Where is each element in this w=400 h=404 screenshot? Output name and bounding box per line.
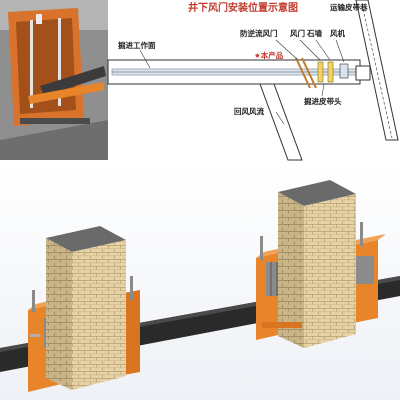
label-stone-wall: 石墙	[306, 28, 322, 38]
diagram-title: 井下风门安装位置示意图	[188, 1, 298, 14]
leader-return-air	[275, 111, 285, 125]
right-latch-2	[360, 222, 363, 246]
anti-reverse-door-2	[301, 57, 317, 89]
left-hinge	[30, 334, 40, 337]
photo-air-door	[0, 0, 108, 160]
label-work-face: 掘进工作面	[118, 40, 156, 50]
leader-air-door	[299, 39, 321, 61]
leader-fan	[335, 39, 345, 63]
right-door-box-right-top	[348, 234, 386, 246]
right-shutter-2	[352, 256, 374, 284]
right-base-plate	[262, 322, 302, 328]
fan	[339, 63, 349, 79]
label-belt-roadway: 运输皮带巷	[330, 2, 368, 12]
leader-belt-head	[321, 83, 325, 97]
right-pillar-front-face	[304, 194, 356, 348]
air-door-2	[327, 61, 334, 83]
label-belt-head: 掘进皮带头	[304, 96, 342, 106]
photo-rod-left	[30, 20, 33, 108]
return-air-branch	[259, 83, 303, 161]
label-air-door: 风门	[290, 28, 305, 38]
label-fan: 风机	[330, 28, 345, 38]
photo-base-rail	[20, 118, 90, 124]
leader-work-face	[139, 49, 151, 69]
label-anti-reverse-door: 防逆流风门	[240, 28, 278, 38]
label-product: ★本产品	[254, 50, 284, 60]
anti-reverse-door-1	[295, 57, 311, 89]
belt-roadway-centerline	[361, 3, 393, 139]
photo-rod-right	[58, 18, 61, 106]
photo-top-clip	[36, 14, 42, 24]
photo-floor	[0, 120, 108, 160]
left-latch-2	[130, 276, 133, 300]
photo-cross-bar	[28, 82, 104, 104]
schematic-diagram: 井下风门安装位置示意图 运输皮带巷 掘进工作面 回风风流 防逆流风门 风门 石墙…	[107, 0, 399, 161]
right-latch-1	[260, 236, 263, 260]
left-pillar-left-face	[46, 238, 72, 390]
label-return-air: 回风风流	[234, 106, 264, 116]
junction-box	[355, 65, 371, 81]
right-pillar-top	[278, 180, 356, 206]
left-pillar-front-face	[72, 240, 126, 390]
left-unit	[28, 226, 140, 392]
air-door-1	[317, 61, 324, 83]
leader-anti-reverse-door	[275, 39, 299, 61]
right-pillar-left-face	[278, 192, 304, 348]
render-3d	[0, 162, 400, 400]
right-unit	[256, 180, 386, 348]
left-pillar-top	[46, 226, 126, 252]
photo-belt	[40, 66, 106, 96]
left-latch-1	[32, 290, 35, 312]
leader-stone-wall	[315, 39, 331, 61]
